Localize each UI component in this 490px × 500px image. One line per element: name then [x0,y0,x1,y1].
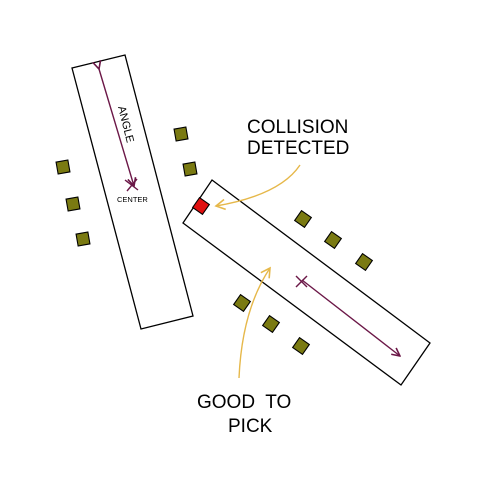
good-label-line1: GOOD TO [197,392,291,413]
center-marker-diagonal [295,275,308,288]
obstacle [173,126,189,142]
obstacle-group [55,126,374,356]
obstacle [323,230,343,250]
obstacle [261,314,281,334]
obstacle [354,252,374,272]
gripper-box-vertical [71,54,194,330]
good-label-line2: PICK [228,416,273,437]
obstacle [232,293,252,313]
gripper-box-diagonal [182,179,431,386]
obstacle [291,336,311,356]
obstacle [65,196,81,212]
obstacle [55,159,71,175]
obstacle [75,231,91,247]
pick-annotation-arrow [238,266,271,379]
center-marker [124,178,139,192]
collision-obstacle [191,196,211,216]
obstacle [182,161,198,177]
collision-label-line2: DETECTED [247,138,349,159]
angle-arrow [99,69,134,186]
obstacle [293,209,313,229]
collision-annotation-arrow [214,164,301,211]
angle-arrow-diagonal [301,279,400,356]
center-label: CENTER [117,195,148,204]
collision-label-line1: COLLISION [247,117,348,138]
